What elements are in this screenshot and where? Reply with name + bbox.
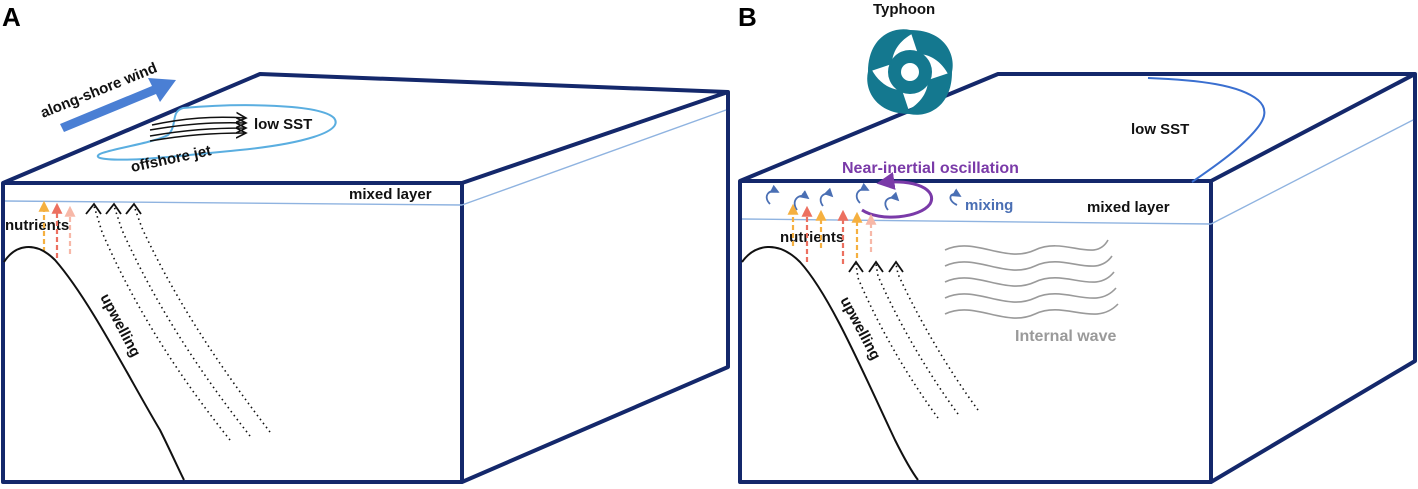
typhoon-icon xyxy=(867,29,953,115)
panel-a-upwelling-arrowheads xyxy=(85,202,142,215)
panel-b-nutrient-arrows xyxy=(787,203,877,264)
panel-b-mixing-label: mixing xyxy=(965,197,1013,214)
panel-b: B mixed layer Typhoon low SST Near- xyxy=(738,1,1417,484)
panel-a-offshore-jet-arrows xyxy=(149,117,246,142)
panel-a-shelf-slope xyxy=(3,246,185,481)
panel-a-ocean-box xyxy=(1,72,730,484)
panel-a-letter: A xyxy=(2,2,21,32)
panel-a-nutrients-label: nutrients xyxy=(5,217,69,234)
panel-a-nutrient-arrows xyxy=(38,200,76,258)
panel-a-mixed-layer-label: mixed layer xyxy=(349,186,432,203)
panel-b-letter: B xyxy=(738,2,757,32)
panel-a-upwelling-label: upwelling xyxy=(96,291,143,360)
panel-b-upwelling-arrowheads xyxy=(848,260,904,273)
panel-b-upwelling-label: upwelling xyxy=(836,294,883,363)
panel-a-low-sst-contour xyxy=(96,104,337,161)
panel-b-nio-arrow xyxy=(861,172,934,219)
panel-b-low-sst-contour xyxy=(1147,77,1266,183)
panel-b-internal-wave-lines xyxy=(944,239,1119,319)
panel-b-internal-wave-label: Internal wave xyxy=(1015,328,1116,345)
panel-b-upwelling-flow-lines xyxy=(855,263,979,419)
panel-a-low-sst-label: low SST xyxy=(254,116,312,133)
panel-a-jet-label: offshore jet xyxy=(129,142,212,176)
panel-b-low-sst-label: low SST xyxy=(1131,121,1189,138)
panel-a-mixed-layer-line xyxy=(4,109,727,206)
panel-b-nutrients-label: nutrients xyxy=(780,229,844,246)
panel-b-nio-label: Near-inertial oscillation xyxy=(842,160,1019,177)
panel-b-ocean-box xyxy=(738,72,1417,484)
panel-b-typhoon-label: Typhoon xyxy=(873,1,935,18)
panel-b-shelf-slope xyxy=(741,246,919,481)
panel-b-mixed-layer-label: mixed layer xyxy=(1087,199,1170,216)
panel-a-wind-arrow xyxy=(60,78,176,132)
panel-a: A mixed layer along-shore wind low SST xyxy=(1,2,730,484)
